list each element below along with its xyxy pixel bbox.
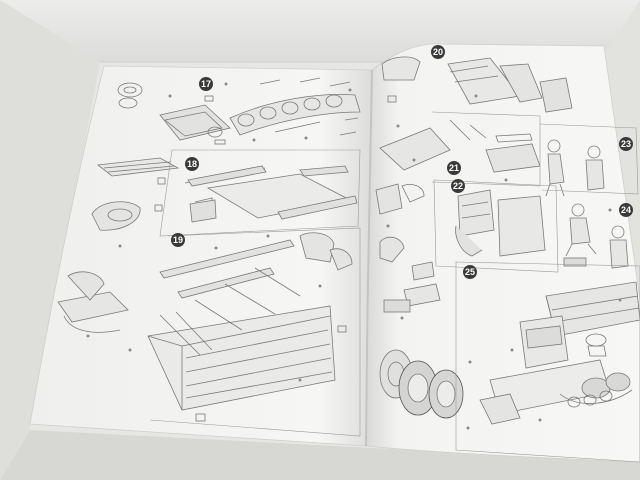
- right-page-art: [375, 56, 640, 463]
- step-18-drawing: [184, 165, 358, 223]
- step-badge-21: 21: [447, 161, 461, 175]
- right-margin-parts: [379, 236, 441, 313]
- step-number-label: 21: [449, 163, 459, 173]
- step-badge-25: 25: [463, 265, 477, 279]
- left-margin-parts: [91, 157, 180, 231]
- step-25-drawing: [479, 281, 640, 425]
- step-19-frame: [149, 227, 361, 437]
- step-badge-circle: [451, 179, 465, 193]
- step-number-label: 24: [621, 205, 631, 215]
- step-18-frame: [159, 149, 361, 237]
- step-22-drawing: [375, 183, 546, 257]
- step-badge-circle: [431, 45, 445, 59]
- step-number-label: 17: [201, 79, 211, 89]
- step-badge-circle: [619, 137, 633, 151]
- step-badge-circle: [447, 161, 461, 175]
- step-number-label: 25: [465, 267, 475, 277]
- step-20-drawing: [381, 56, 573, 113]
- book-gutter: [365, 69, 373, 447]
- step-badge-19: 19: [171, 233, 185, 247]
- wheels-drawing: [379, 349, 464, 419]
- step-badge-circle: [171, 233, 185, 247]
- step-23-frame: [539, 123, 639, 195]
- step-badge-18: 18: [185, 157, 199, 171]
- step-21-frame: [431, 111, 541, 187]
- step-badge-24: 24: [619, 203, 633, 217]
- step-number-label: 22: [453, 181, 463, 191]
- step-number-label: 23: [621, 139, 631, 149]
- step-number-label: 18: [187, 159, 197, 169]
- step-19-drawing: [57, 232, 353, 422]
- step-number-label: 19: [173, 235, 183, 245]
- step-badge-22: 22: [451, 179, 465, 193]
- crew-figures-drawing: [545, 139, 629, 269]
- left-page-art: [57, 77, 361, 437]
- step-badge-20: 20: [431, 45, 445, 59]
- step-badge-circle: [185, 157, 199, 171]
- step-badges: 17 18 19 20 21 22 23 24 25: [171, 45, 633, 279]
- step-badge-circle: [463, 265, 477, 279]
- step-25-frame: [455, 261, 640, 463]
- step-badge-23: 23: [619, 137, 633, 151]
- right-part-callouts: [386, 94, 622, 430]
- left-part-callouts: [86, 82, 352, 382]
- step-17-drawing: [159, 77, 361, 145]
- spool-part-drawing: [117, 82, 143, 109]
- step-22-frame: [433, 179, 559, 273]
- step-badge-circle: [199, 77, 213, 91]
- step-badge-circle: [619, 203, 633, 217]
- step-number-label: 20: [433, 47, 443, 57]
- step-badge-17: 17: [199, 77, 213, 91]
